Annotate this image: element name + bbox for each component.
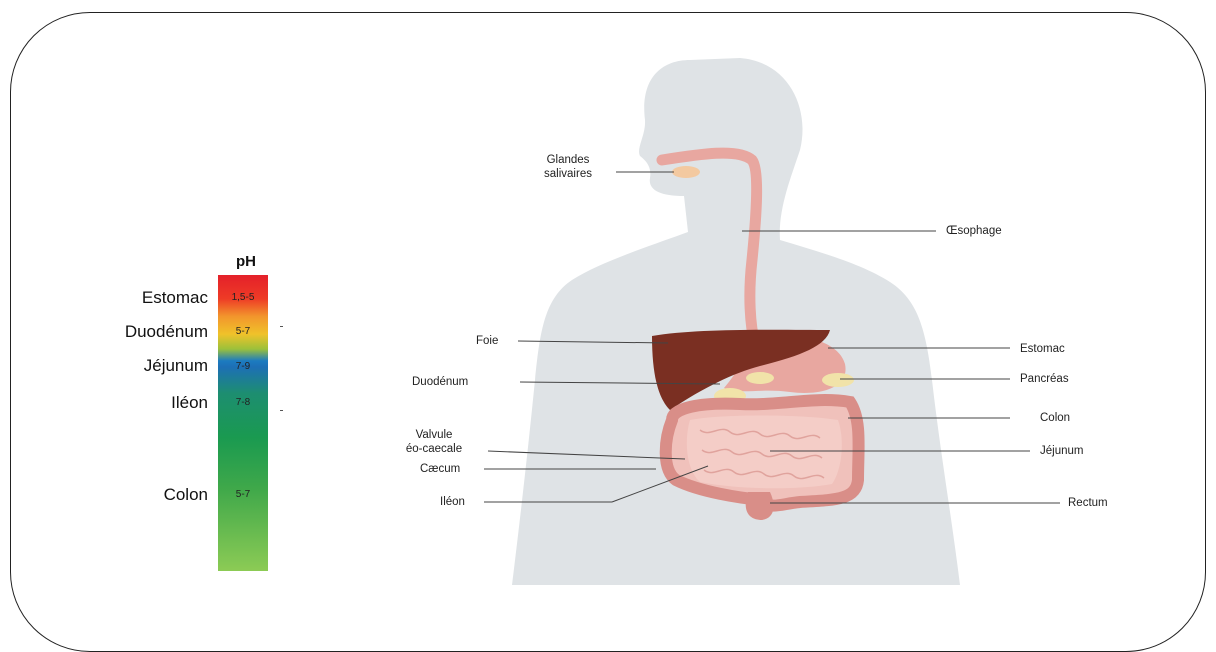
label-valvule-line1: Valvule (384, 428, 484, 442)
label-foie: Foie (476, 334, 498, 348)
label-oesophage: Œsophage (946, 224, 1002, 238)
label-valvule-line2: éo-caecale (384, 442, 484, 456)
label-glandes-line1: Glandes (527, 153, 609, 167)
human-silhouette (512, 58, 960, 585)
rectum-shape (746, 492, 774, 520)
label-caecum: Cæcum (420, 462, 460, 476)
label-estomac: Estomac (1020, 342, 1065, 356)
pancreas-shape-2 (746, 372, 774, 384)
label-rectum: Rectum (1068, 496, 1108, 510)
label-duodenum: Duodénum (412, 375, 468, 389)
label-glandes: Glandes salivaires (527, 153, 609, 181)
label-jejunum: Jéjunum (1040, 444, 1083, 458)
salivary-gland-shape (672, 166, 700, 178)
label-colon: Colon (1040, 411, 1070, 425)
pancreas-shape (822, 373, 854, 387)
label-valvule: Valvule éo-caecale (384, 428, 484, 456)
label-glandes-line2: salivaires (527, 167, 609, 181)
label-pancreas: Pancréas (1020, 372, 1069, 386)
label-ileon: Iléon (440, 495, 465, 509)
digestive-system-illustration (0, 0, 1216, 617)
